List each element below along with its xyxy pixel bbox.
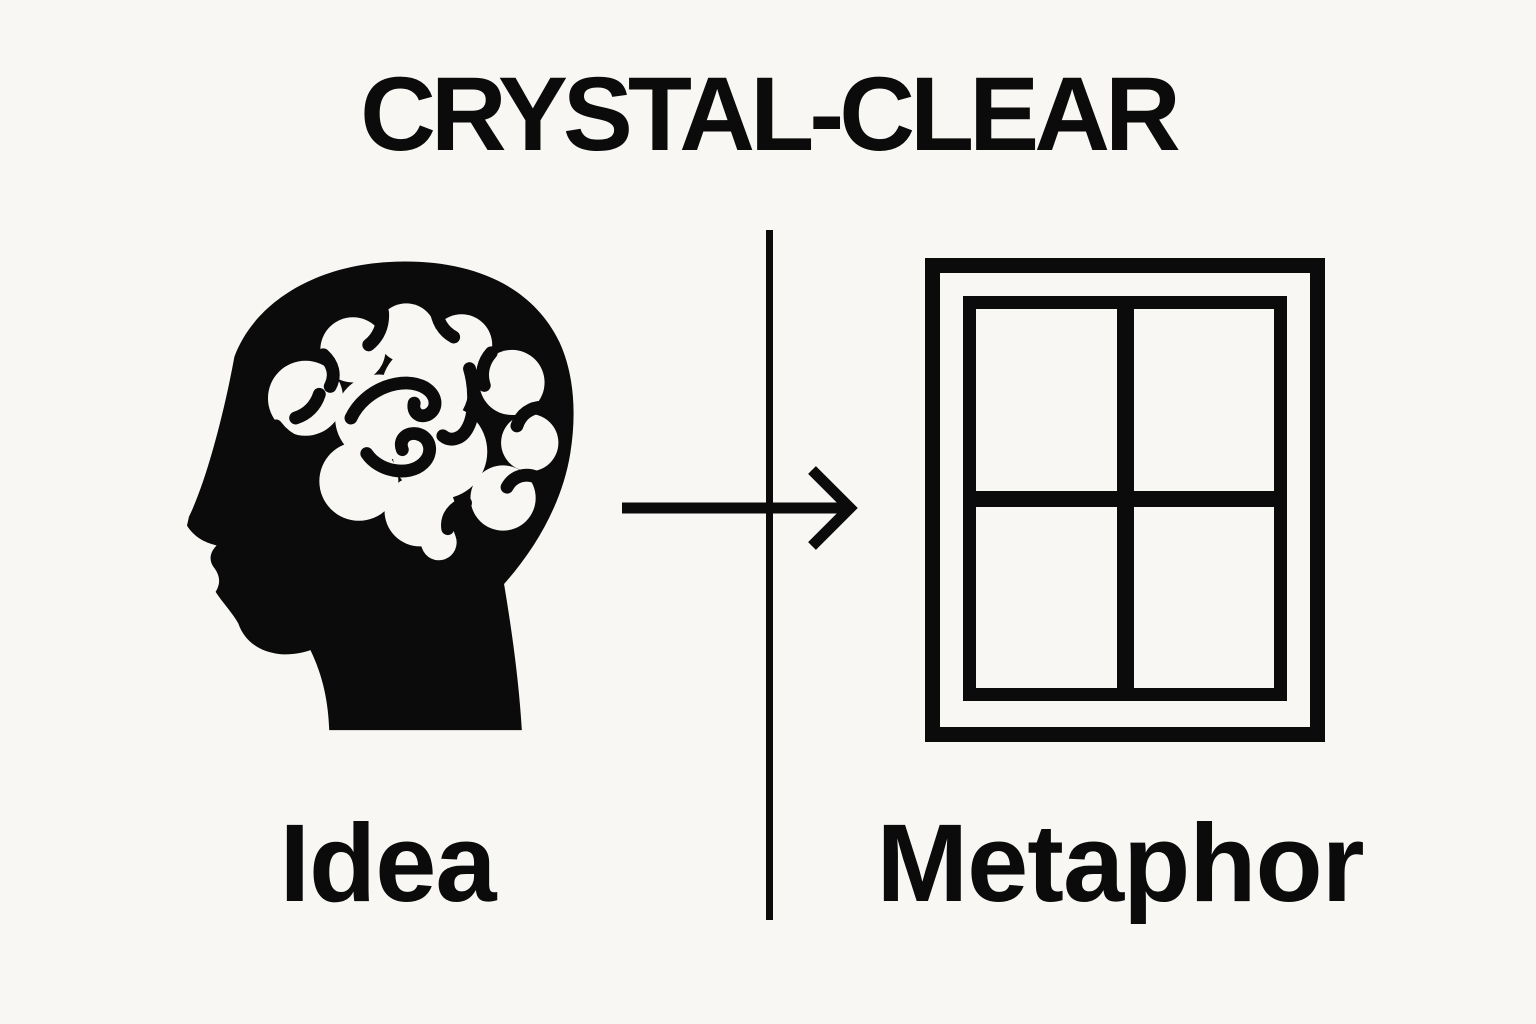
arrow-right-icon bbox=[622, 466, 858, 550]
window-sash bbox=[963, 296, 1287, 701]
diagram-title: CRYSTAL-CLEAR bbox=[360, 56, 1181, 173]
window-icon bbox=[925, 258, 1325, 742]
divider-line bbox=[766, 230, 773, 920]
idea-label: Idea bbox=[279, 802, 496, 925]
head-brain-icon bbox=[186, 261, 574, 731]
window-mullion-horizontal bbox=[976, 490, 1274, 507]
metaphor-label: Metaphor bbox=[876, 802, 1365, 925]
